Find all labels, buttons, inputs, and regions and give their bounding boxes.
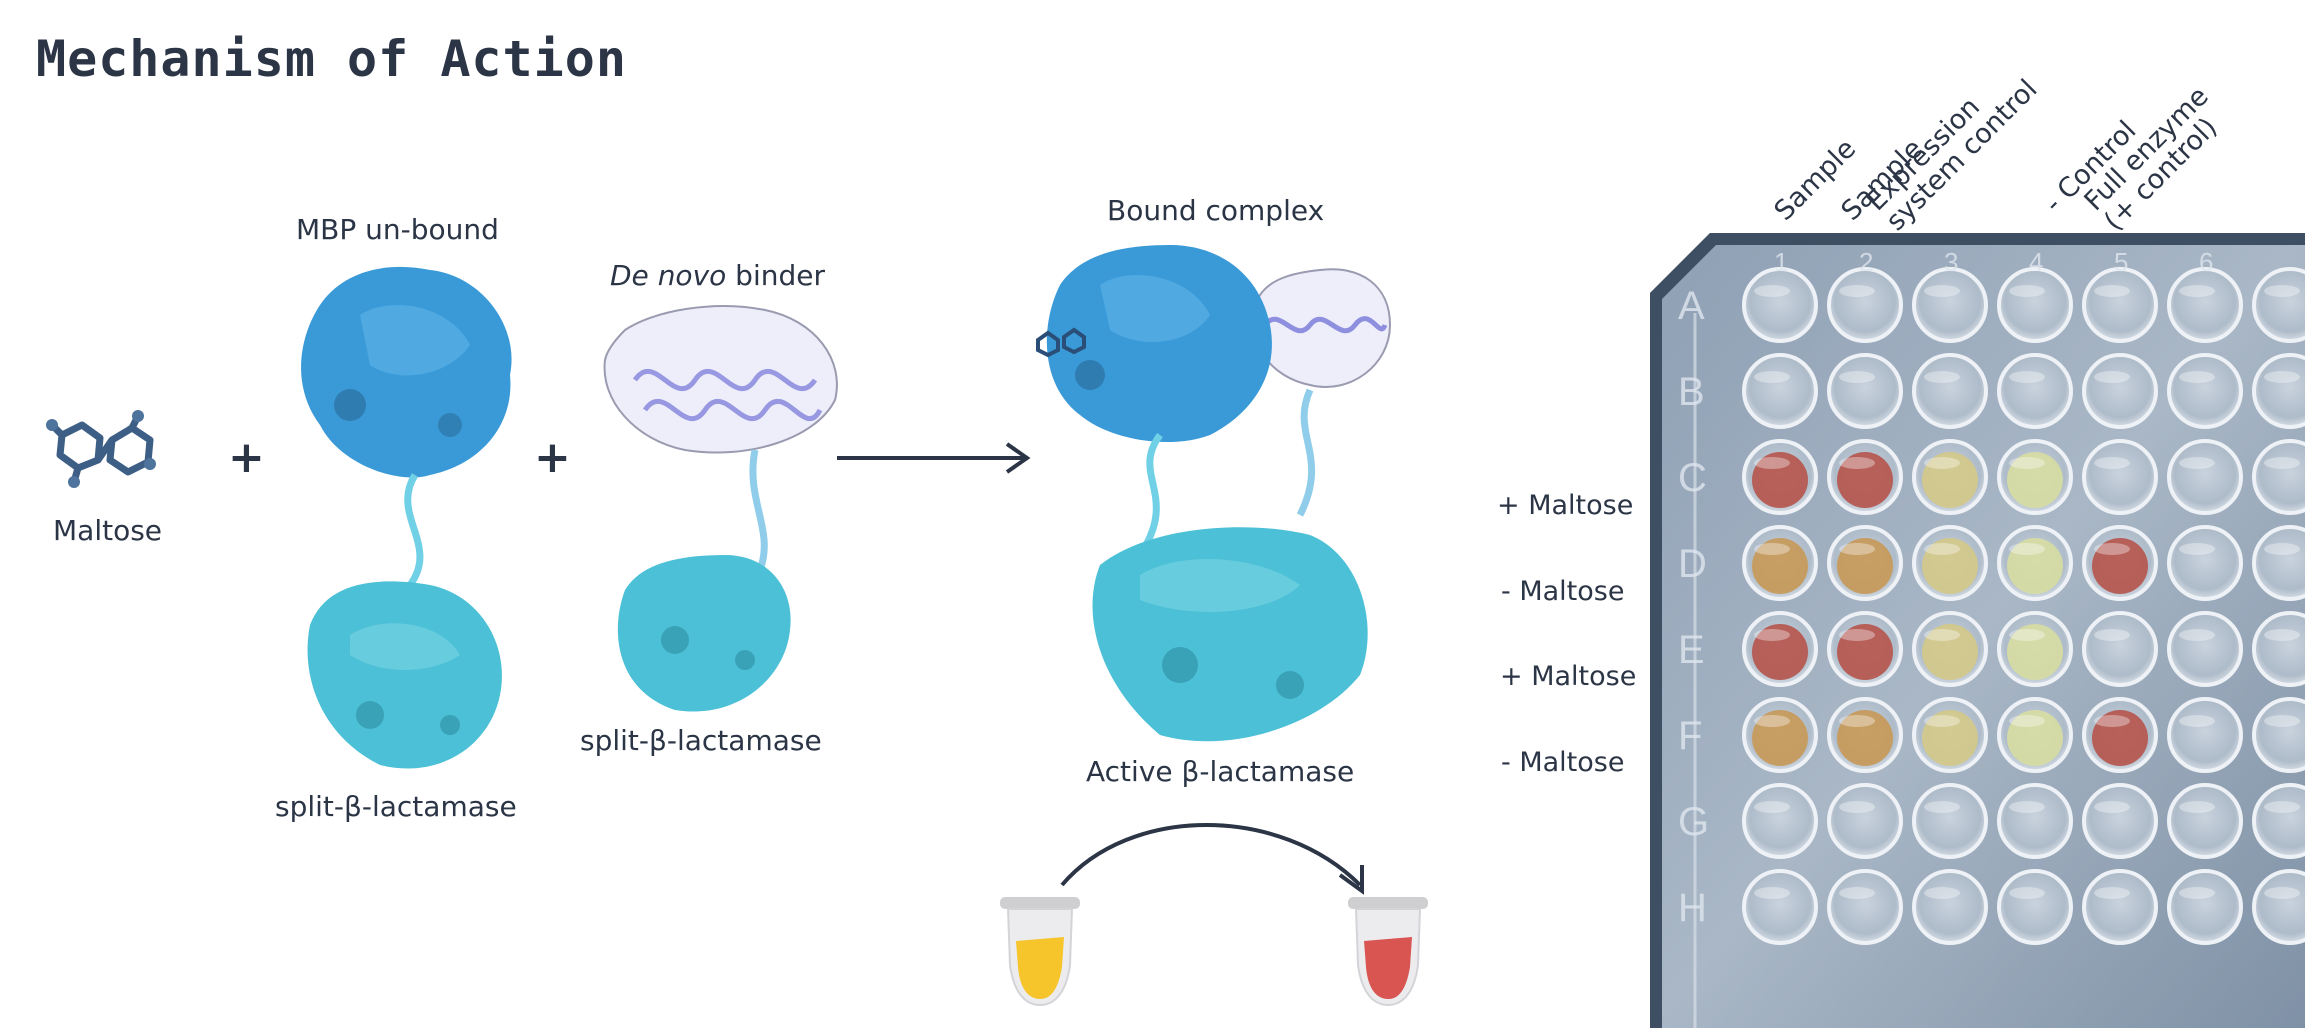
plate-row-letter: H — [1678, 886, 1707, 930]
well — [1997, 439, 2073, 515]
plate-column-number: 3 — [1944, 247, 1958, 277]
plus-sign-2: + — [534, 432, 571, 483]
well — [2082, 783, 2158, 859]
split-lactamase-label-1: split-β-lactamase — [275, 790, 517, 823]
well — [1997, 353, 2073, 429]
well — [2252, 267, 2305, 343]
plate-row-letter: D — [1678, 542, 1707, 586]
well — [1912, 525, 1988, 601]
plate-column-number: 5 — [2114, 247, 2128, 277]
well — [1997, 783, 2073, 859]
well — [2167, 869, 2243, 945]
well — [2252, 783, 2305, 859]
well — [1912, 783, 1988, 859]
well — [1742, 353, 1818, 429]
well — [2082, 353, 2158, 429]
plate-row-letter: B — [1678, 370, 1705, 414]
plate-row-letter: G — [1678, 800, 1709, 844]
row-label-2: - Maltose — [1501, 576, 1625, 607]
binder-label: De novo binder — [610, 259, 825, 292]
well — [1827, 869, 1903, 945]
plate-row-letter: E — [1678, 628, 1705, 672]
well — [1827, 611, 1903, 687]
color-change-arrow-icon — [1060, 823, 1364, 895]
well — [1997, 869, 2073, 945]
plate-column-number: 6 — [2199, 247, 2213, 277]
well — [1827, 353, 1903, 429]
well — [2252, 611, 2305, 687]
well — [1742, 697, 1818, 773]
well — [2167, 525, 2243, 601]
well — [1912, 869, 1988, 945]
bound-complex-illustration — [1036, 245, 1392, 742]
well — [1827, 697, 1903, 773]
red-tube-icon — [1348, 897, 1428, 1007]
well — [2167, 783, 2243, 859]
reaction-arrow-icon — [837, 442, 1031, 474]
binder-protein-illustration — [603, 305, 838, 712]
well — [1912, 611, 1988, 687]
well — [2082, 525, 2158, 601]
well — [2167, 439, 2243, 515]
well — [2082, 611, 2158, 687]
maltose-molecule-icon — [46, 410, 156, 488]
well — [2082, 439, 2158, 515]
binder-label-italic: De novo — [610, 259, 727, 292]
well — [1912, 439, 1988, 515]
well — [2167, 267, 2243, 343]
well — [1742, 439, 1818, 515]
well — [2252, 869, 2305, 945]
well — [2167, 353, 2243, 429]
row-label-1: + Maltose — [1497, 490, 1634, 521]
binder-label-rest: binder — [726, 259, 825, 292]
page-title: Mechanism of Action — [36, 30, 627, 88]
well — [1827, 267, 1903, 343]
maltose-label: Maltose — [53, 514, 163, 547]
row-label-4: - Maltose — [1501, 747, 1625, 778]
plate-row-letter: C — [1678, 456, 1707, 500]
bound-complex-label: Bound complex — [1107, 194, 1325, 227]
well — [2082, 869, 2158, 945]
split-lactamase-label-2: split-β-lactamase — [580, 724, 822, 757]
mbp-protein-illustration — [301, 266, 512, 769]
well — [2252, 697, 2305, 773]
well — [2167, 611, 2243, 687]
plate-column-number: 1 — [1774, 247, 1788, 277]
well — [2252, 439, 2305, 515]
well — [1742, 267, 1818, 343]
well — [1742, 611, 1818, 687]
well — [2252, 353, 2305, 429]
well — [1742, 525, 1818, 601]
plate-column-number: 2 — [1859, 247, 1873, 277]
well — [2252, 525, 2305, 601]
well — [2082, 697, 2158, 773]
well — [2082, 267, 2158, 343]
well — [1912, 353, 1988, 429]
well — [1827, 439, 1903, 515]
row-label-3: + Maltose — [1500, 661, 1637, 692]
plate-row-letter: F — [1678, 714, 1702, 758]
yellow-tube-icon — [1000, 897, 1080, 1007]
well — [1742, 783, 1818, 859]
well — [1997, 525, 2073, 601]
plate-column-number: 4 — [2029, 247, 2043, 277]
well — [1827, 783, 1903, 859]
well — [1997, 611, 2073, 687]
well — [1997, 697, 2073, 773]
active-lactamase-label: Active β-lactamase — [1086, 755, 1355, 788]
well — [1997, 267, 2073, 343]
well — [2167, 697, 2243, 773]
plus-sign-1: + — [228, 432, 265, 483]
well — [1827, 525, 1903, 601]
well — [1912, 697, 1988, 773]
mbp-unbound-label: MBP un-bound — [296, 213, 499, 246]
well — [1912, 267, 1988, 343]
plate-row-letter: A — [1678, 284, 1705, 328]
well — [1742, 869, 1818, 945]
